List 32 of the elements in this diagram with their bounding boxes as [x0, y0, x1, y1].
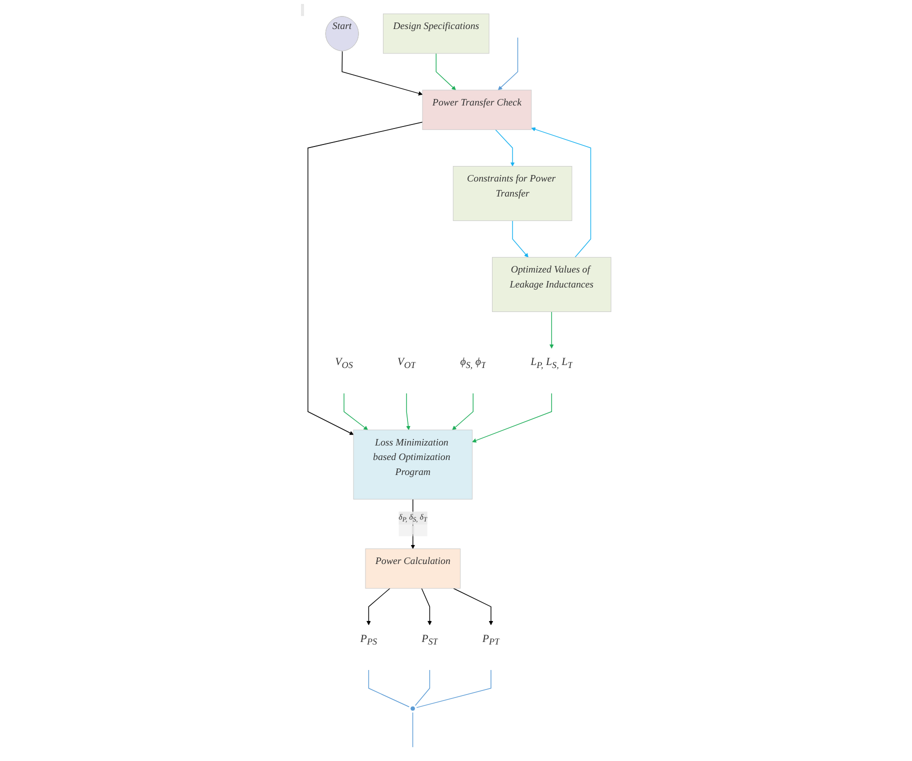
node-text: V$_{OT}$ — [397, 355, 416, 370]
arrow — [421, 588, 432, 626]
arrow — [344, 392, 368, 430]
node-text: ϕ$_{S,}$ ϕ$_{T}$ — [460, 355, 486, 370]
node-text: P$_{PS}$ — [360, 632, 378, 646]
arrow — [308, 122, 423, 435]
arrow — [512, 220, 528, 258]
node-box: Constraints for Power Transfer — [452, 166, 572, 221]
node-box: Loss Minimization based Optimization Program — [353, 430, 473, 500]
node-box: Design Specifications — [382, 14, 490, 54]
arrow — [472, 392, 552, 443]
arrow — [453, 588, 494, 626]
arrow — [452, 392, 474, 430]
connector — [414, 670, 430, 706]
arrow — [342, 50, 423, 96]
node-text: V$_{OS}$ — [335, 355, 353, 370]
arrow — [495, 129, 515, 166]
arrow — [498, 37, 518, 90]
arrow — [531, 127, 592, 258]
connector — [416, 670, 492, 708]
arrow — [436, 53, 456, 90]
node-text: P$_{ST}$ — [422, 632, 438, 646]
node-box: Power Transfer Check — [422, 90, 532, 130]
node-text: P$_{PT}$ — [482, 632, 500, 646]
node-text: L$_{P,}$ L$_{S,}$ L$_{T}$ — [530, 355, 573, 370]
arrow — [549, 311, 554, 349]
connector — [412, 712, 414, 748]
node-box: Optimized Values of Leakage Inductances — [492, 257, 612, 312]
node-box: Power Calculation — [365, 548, 461, 589]
arrow — [406, 392, 410, 430]
connector — [368, 670, 410, 708]
arrow — [366, 588, 390, 626]
